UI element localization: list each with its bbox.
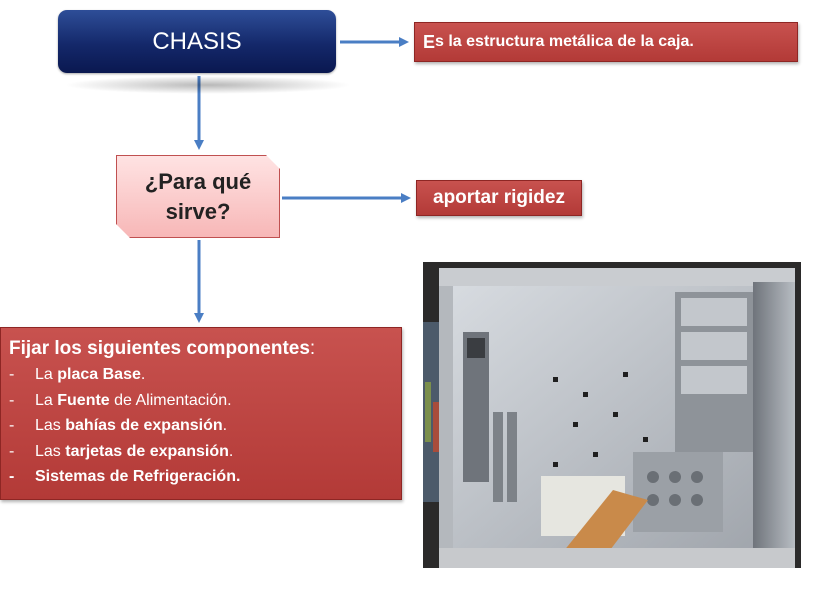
- list-bold-text: Sistemas de Refrigeración: [35, 468, 236, 485]
- list-bold-text: placa Base: [57, 366, 141, 383]
- title-box-shadow: [64, 76, 352, 94]
- components-heading: Fijar los siguientes componentes:: [9, 338, 393, 360]
- list-text-after: .: [222, 417, 228, 434]
- list-item: - Sistemas de Refrigeración.: [9, 468, 393, 494]
- question-box: ¿Para qué sirve?: [116, 155, 280, 238]
- list-item: - Las bahías de expansión.: [9, 417, 393, 443]
- components-box: Fijar los siguientes componentes: - La pl…: [0, 327, 402, 500]
- chasis-title: CHASIS: [152, 27, 242, 55]
- list-text-after: .: [228, 442, 234, 460]
- list-dash: -: [9, 442, 15, 460]
- list-text-before: Las: [35, 417, 61, 434]
- list-text-after: .: [235, 468, 241, 485]
- list-text-before: La: [35, 391, 53, 409]
- list-bold-text: bahías de expansión: [65, 417, 223, 434]
- question-line-1: ¿Para qué: [144, 168, 252, 194]
- list-text-after: de Alimentación.: [109, 391, 232, 409]
- components-list: - La placa Base. - La Fuente de Alimentaci…: [9, 366, 393, 494]
- chasis-title-box: CHASIS: [58, 10, 336, 73]
- list-item: - Las tarjetas de expansión.: [9, 443, 393, 469]
- list-dash: -: [9, 468, 15, 485]
- list-item: - La placa Base.: [9, 366, 393, 392]
- list-bold-text: tarjetas de expansión: [65, 442, 229, 460]
- components-heading-colon: :: [309, 338, 316, 359]
- computer-case-photo: [423, 262, 801, 568]
- list-text-before: La: [35, 366, 53, 383]
- purpose-text: aportar rigidez: [433, 187, 565, 208]
- definition-text: s la estructura metálica de la caja.: [435, 33, 694, 50]
- list-item: - La Fuente de Alimentación.: [9, 392, 393, 418]
- definition-first-letter: E: [423, 31, 436, 52]
- list-dash: -: [9, 417, 15, 434]
- components-heading-text: Fijar los siguientes componentes: [9, 338, 310, 359]
- list-bold-text: Fuente: [57, 391, 110, 409]
- purpose-box: aportar rigidez: [416, 180, 582, 216]
- open-computer-case-icon: [423, 262, 801, 568]
- list-dash: -: [9, 391, 15, 409]
- question-line-2: sirve?: [165, 198, 231, 224]
- list-text-before: Las: [35, 442, 61, 460]
- list-text-after: .: [140, 366, 146, 383]
- list-dash: -: [9, 366, 15, 383]
